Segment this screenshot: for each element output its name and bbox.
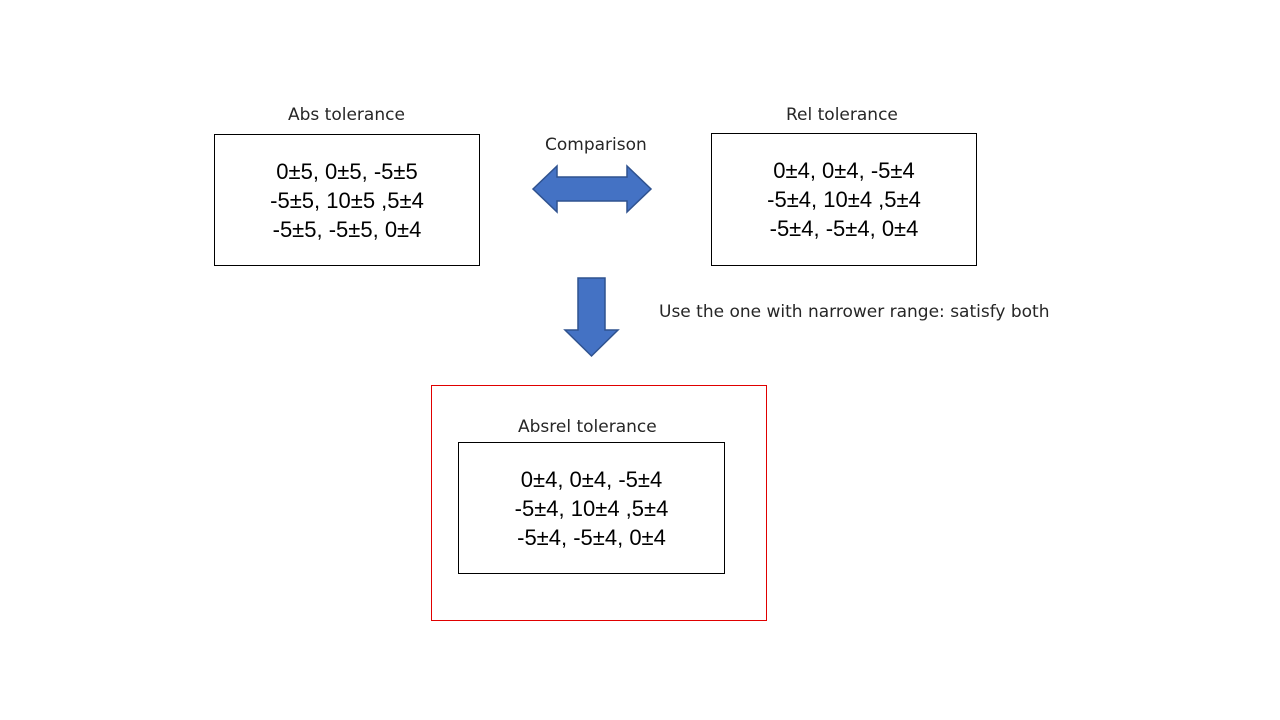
rel-tolerance-title: Rel tolerance: [786, 105, 898, 125]
rel-tolerance-box: 0±4, 0±4, -5±4 -5±4, 10±4 ,5±4 -5±4, -5±…: [711, 133, 977, 266]
rel-tolerance-line-1: 0±4, 0±4, -5±4: [773, 158, 915, 183]
rel-tolerance-line-2: -5±4, 10±4 ,5±4: [767, 187, 921, 212]
abs-tolerance-line-1: 0±5, 0±5, -5±5: [276, 158, 418, 184]
absrel-tolerance-box: 0±4, 0±4, -5±4 -5±4, 10±4 ,5±4 -5±4, -5±…: [458, 442, 725, 574]
absrel-tolerance-line-1: 0±4, 0±4, -5±4: [520, 466, 663, 492]
comparison-label: Comparison: [545, 135, 647, 155]
abs-tolerance-line-3: -5±5, -5±5, 0±4: [272, 216, 422, 242]
double-arrow-icon: [531, 164, 653, 214]
decision-label: Use the one with narrower range: satisfy…: [659, 302, 1050, 322]
absrel-tolerance-line-2: -5±4, 10±4 ,5±4: [514, 495, 669, 521]
rel-tolerance-line-3: -5±4, -5±4, 0±4: [769, 216, 919, 241]
down-arrow-icon: [563, 277, 620, 358]
abs-tolerance-box: 0±5, 0±5, -5±5 -5±5, 10±5 ,5±4 -5±5, -5±…: [214, 134, 480, 266]
absrel-tolerance-line-3: -5±4, -5±4, 0±4: [517, 524, 666, 550]
abs-tolerance-line-2: -5±5, 10±5 ,5±4: [270, 187, 424, 213]
absrel-tolerance-title: Absrel tolerance: [518, 417, 657, 437]
absrel-highlight-frame: [431, 385, 767, 621]
abs-tolerance-title: Abs tolerance: [288, 105, 405, 125]
